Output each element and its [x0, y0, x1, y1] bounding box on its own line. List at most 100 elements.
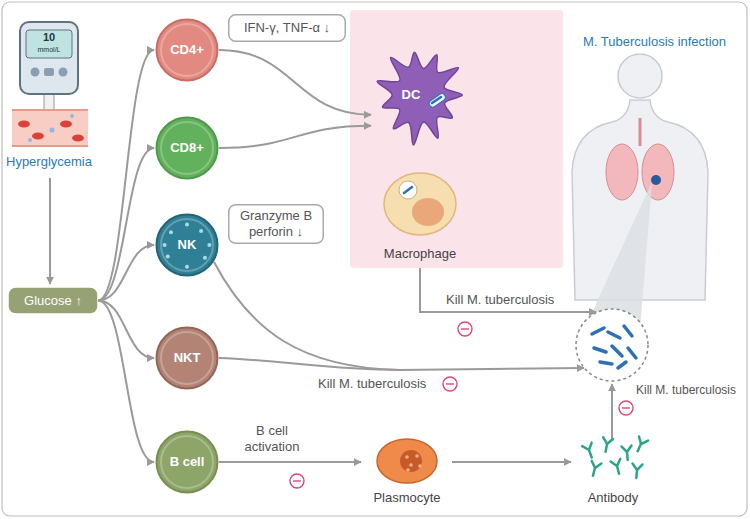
node-text: DC: [402, 87, 421, 103]
trachea: [639, 118, 642, 146]
antigen-presenting-region: [350, 10, 563, 268]
box-outline: [229, 15, 346, 42]
node-text: Plasmocyte: [373, 490, 440, 506]
node-text-wrap: Glucose ↑: [8, 287, 98, 314]
meter-button: [59, 68, 68, 77]
node-text: Antibody: [588, 490, 639, 506]
cell-illustration: Antibody: [572, 436, 654, 508]
cell-node: CD8+: [155, 116, 219, 180]
antibody-symbol: [601, 437, 613, 453]
vessel: [12, 110, 88, 146]
zoom-circle: [576, 309, 648, 381]
red-cell: [60, 121, 72, 128]
node-text: NK: [178, 237, 197, 253]
vacuole: [399, 181, 417, 199]
node-text-wrap: Plasmocyte: [362, 433, 452, 508]
antibody-symbol: [621, 446, 632, 461]
connector: [98, 301, 154, 463]
process-box: Granzyme B perforin ↓: [228, 204, 324, 244]
cell-outline: [157, 215, 218, 276]
bacterium: [608, 332, 620, 338]
node-text-wrap: Antibody: [572, 436, 654, 508]
node-text-wrap: Granzyme B perforin ↓: [228, 204, 324, 244]
blood-vessel: [12, 110, 88, 146]
annotation-label: Kill M. tuberculosis: [446, 292, 554, 308]
granule: [166, 255, 170, 259]
lung: [642, 144, 674, 200]
meter-button: [44, 68, 54, 76]
node-text: Macrophage: [384, 246, 456, 262]
box-outline: [9, 288, 98, 314]
antibody-symbol: [582, 443, 596, 460]
inhibit-symbols: [290, 322, 633, 488]
bacterium: [618, 362, 626, 368]
annotation-label: Kill M. tuberculosis: [318, 376, 426, 392]
connector: [98, 148, 154, 301]
chromatin: [409, 463, 413, 467]
granule: [203, 256, 207, 260]
cell-node: NK: [155, 213, 219, 277]
cell-illustration: Plasmocyte: [362, 433, 452, 508]
cell-membrane: [161, 436, 213, 488]
meter-screen: [26, 30, 72, 58]
box-outline: [229, 205, 324, 244]
node-text: IFN-γ, TNF-α ↓: [244, 20, 330, 36]
bacterium: [432, 97, 441, 103]
bacterium: [612, 346, 622, 356]
node-text-wrap: NK: [155, 213, 219, 277]
nucleus: [400, 450, 422, 472]
cell-node: CD4+: [155, 18, 219, 82]
meter-body: [20, 22, 78, 94]
inhibit-symbol: [619, 401, 633, 415]
connector: [219, 126, 371, 148]
cell-outline: [157, 20, 218, 81]
vessel-wall: [12, 109, 88, 111]
edge-label: B cell activation: [236, 423, 308, 454]
chromatin: [418, 464, 422, 468]
chromatin: [405, 455, 409, 459]
node-text-wrap: CD8+: [155, 116, 219, 180]
red-cell: [18, 121, 30, 128]
cell-node: NKT: [155, 326, 219, 390]
kill-arrow: [420, 268, 596, 312]
bacterium: [404, 187, 412, 193]
red-cell: [72, 135, 84, 142]
bacterium: [624, 326, 632, 336]
granule: [185, 265, 189, 269]
cell-membrane: [161, 122, 213, 174]
cell-outline: [157, 432, 218, 493]
node-text-wrap: CD4+: [155, 18, 219, 82]
annotation-label: Kill M. tuberculosis: [636, 383, 736, 397]
inhibit-symbol: [461, 328, 469, 329]
node-text-wrap: IFN-γ, TNF-α ↓: [228, 14, 346, 42]
bacteria-circle: [576, 309, 648, 381]
granule: [169, 230, 173, 234]
bacterium: [592, 328, 604, 334]
node-text: Granzyme B perforin ↓: [236, 208, 316, 239]
red-cell: [32, 133, 44, 140]
kill-arrow: [611, 384, 613, 440]
annotation-label: Hyperglycemia: [6, 154, 92, 170]
cell-membrane: [161, 332, 213, 384]
antibody-symbol: [631, 464, 642, 479]
vacuole: [428, 92, 447, 108]
connector: [219, 50, 371, 115]
dendritic-cell: [377, 52, 462, 145]
connector: [98, 245, 154, 301]
annotation-label: M. Tuberculosis infection: [583, 34, 726, 50]
node-text: NKT: [174, 350, 201, 366]
zoom-funnel: [584, 182, 652, 330]
node-text: CD4+: [170, 42, 204, 58]
cell-illustration: Macrophage: [365, 168, 475, 264]
meter-reading: mmol/L: [26, 46, 72, 54]
kill-arrow: [214, 262, 584, 370]
node-text-wrap: DC: [372, 40, 468, 150]
chromatin: [406, 468, 410, 472]
cell-outline: [157, 118, 218, 179]
granule: [207, 243, 211, 247]
glucose-dot: [50, 128, 55, 133]
node-text-wrap: Macrophage: [365, 168, 475, 264]
